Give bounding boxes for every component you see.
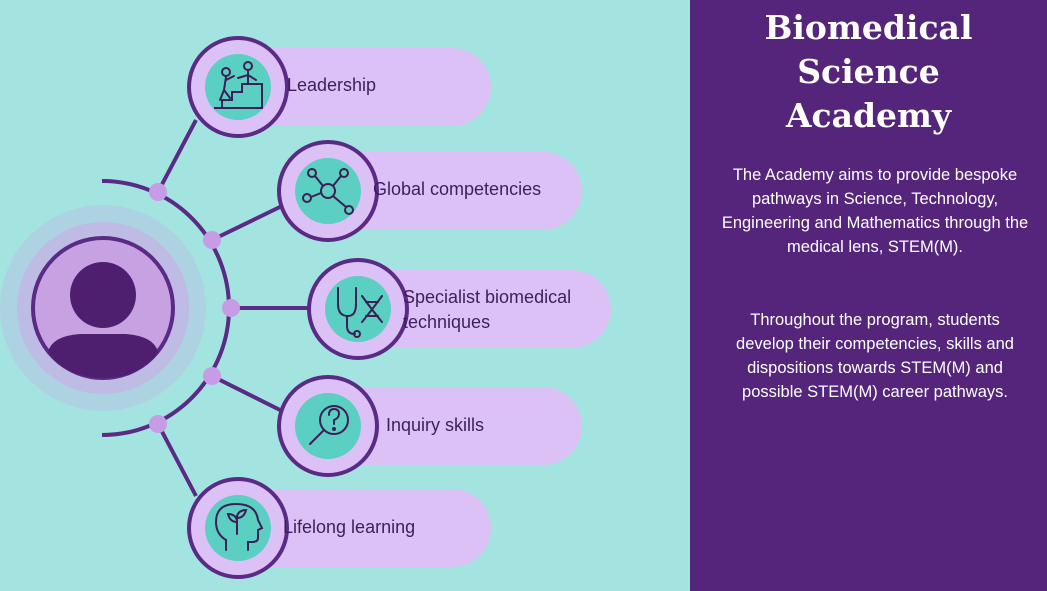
- connector-lifelong: [156, 423, 198, 497]
- center-avatar: [0, 205, 206, 411]
- item-inquiry-skills: [277, 375, 582, 477]
- pill-inquiry: [328, 387, 582, 465]
- pathway-diagram: [0, 36, 611, 579]
- item-label-global-competencies: Global competencies: [373, 179, 542, 199]
- person-icon: [48, 262, 158, 378]
- item-leadership: [187, 36, 491, 138]
- icon-bg-global: [295, 158, 361, 224]
- connectors: [156, 119, 314, 497]
- junction-dots: [149, 183, 240, 433]
- icon-bg-inquiry: [295, 393, 361, 459]
- dot-3: [222, 299, 240, 317]
- item-label-specialist-techniques: Specialist biomedical techniques: [403, 287, 572, 332]
- magnifier-question-icon: [309, 405, 349, 445]
- stethoscope-dna-icon: [337, 287, 383, 338]
- dot-1: [149, 183, 167, 201]
- panel-title: Biomedical Science Academy: [764, 8, 973, 135]
- connector-global: [211, 203, 285, 242]
- connector-inquiry: [211, 374, 285, 414]
- pill-global: [328, 152, 582, 230]
- pill-specialist: [358, 270, 611, 348]
- pill-lifelong: [238, 489, 491, 567]
- panel-paragraph-1: The Academy aims to provide bespoke path…: [721, 166, 1029, 256]
- item-specialist-techniques: [307, 258, 611, 360]
- item-label-inquiry-skills: Inquiry skills: [386, 415, 485, 435]
- dot-5: [149, 415, 167, 433]
- item-label-lifelong-learning: Lifelong learning: [283, 517, 416, 537]
- teamwork-stairs-icon: [214, 61, 263, 109]
- head-plant-icon: [214, 502, 264, 551]
- info-panel: Biomedical Science Academy The Academy a…: [690, 0, 1047, 591]
- item-global-competencies: [277, 140, 582, 242]
- panel-paragraph-2: Throughout the program, students develop…: [736, 311, 1014, 401]
- network-icon: [302, 168, 354, 215]
- dot-4: [203, 367, 221, 385]
- item-lifelong-learning: [187, 477, 491, 579]
- diagram-area: Leadership Global competencies Specialis…: [0, 0, 690, 591]
- icon-bg-specialist: [325, 276, 391, 342]
- pill-leadership: [238, 48, 491, 126]
- dot-2: [203, 231, 221, 249]
- item-label-leadership: Leadership: [287, 75, 377, 95]
- connector-leadership: [156, 119, 198, 193]
